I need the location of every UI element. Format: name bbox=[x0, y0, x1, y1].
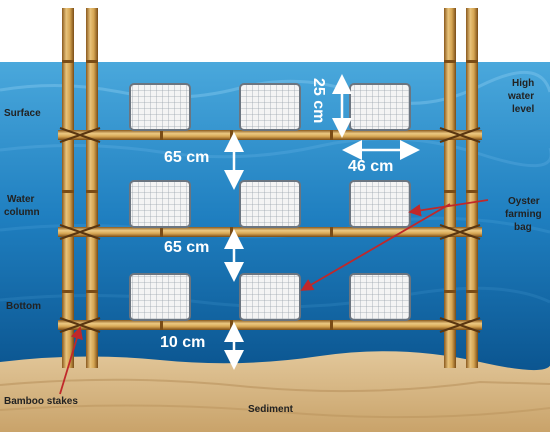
sediment-ground bbox=[0, 351, 550, 432]
label-oyster-bag-line2: farming bbox=[505, 209, 542, 220]
oyster-bags bbox=[129, 83, 411, 321]
dimension-arrows bbox=[224, 74, 420, 370]
stake-right-1 bbox=[444, 8, 456, 368]
pointer-to-bag-1 bbox=[408, 199, 489, 217]
oyster-bag bbox=[129, 273, 191, 321]
dim-gap-upper: 65 cm bbox=[164, 149, 209, 166]
label-oyster-bag-line1: Oyster bbox=[508, 196, 540, 207]
label-water-column-line2: column bbox=[4, 207, 40, 218]
label-bamboo-stakes: Bamboo stakes bbox=[4, 396, 78, 407]
oyster-bag bbox=[239, 273, 301, 321]
label-surface: Surface bbox=[4, 108, 41, 119]
dim-gap-bottom: 10 cm bbox=[160, 334, 205, 351]
stake-right-2 bbox=[466, 8, 478, 368]
water-waves bbox=[0, 71, 550, 105]
oyster-bag bbox=[349, 83, 411, 131]
dim-gap-middle: 65 cm bbox=[164, 239, 209, 256]
pointer-to-stake bbox=[59, 326, 83, 395]
pointer-to-bag-2 bbox=[300, 203, 451, 291]
label-bottom: Bottom bbox=[6, 301, 41, 312]
bamboo-stakes bbox=[62, 8, 478, 368]
oyster-bag bbox=[129, 83, 191, 131]
oyster-bag bbox=[349, 180, 411, 228]
beam-bottom bbox=[58, 320, 482, 330]
beam-top bbox=[58, 130, 482, 140]
dim-bag-height: 25 cm bbox=[310, 78, 327, 123]
beam-middle bbox=[58, 227, 482, 237]
oyster-bag bbox=[239, 180, 301, 228]
label-high-water-line1: High bbox=[512, 78, 534, 89]
stake-left-1 bbox=[62, 8, 74, 368]
pointer-arrows bbox=[59, 199, 489, 395]
stake-left-2 bbox=[86, 8, 98, 368]
label-water-column-line1: Water bbox=[7, 194, 35, 205]
label-oyster-bag-line3: bag bbox=[514, 222, 532, 233]
dim-bag-width: 46 cm bbox=[348, 158, 393, 175]
label-sediment: Sediment bbox=[248, 404, 294, 415]
label-high-water-line2: water bbox=[507, 91, 534, 102]
oyster-bag bbox=[129, 180, 191, 228]
oyster-bag bbox=[349, 273, 411, 321]
oyster-bag bbox=[239, 83, 301, 131]
label-high-water-line3: level bbox=[512, 104, 534, 115]
